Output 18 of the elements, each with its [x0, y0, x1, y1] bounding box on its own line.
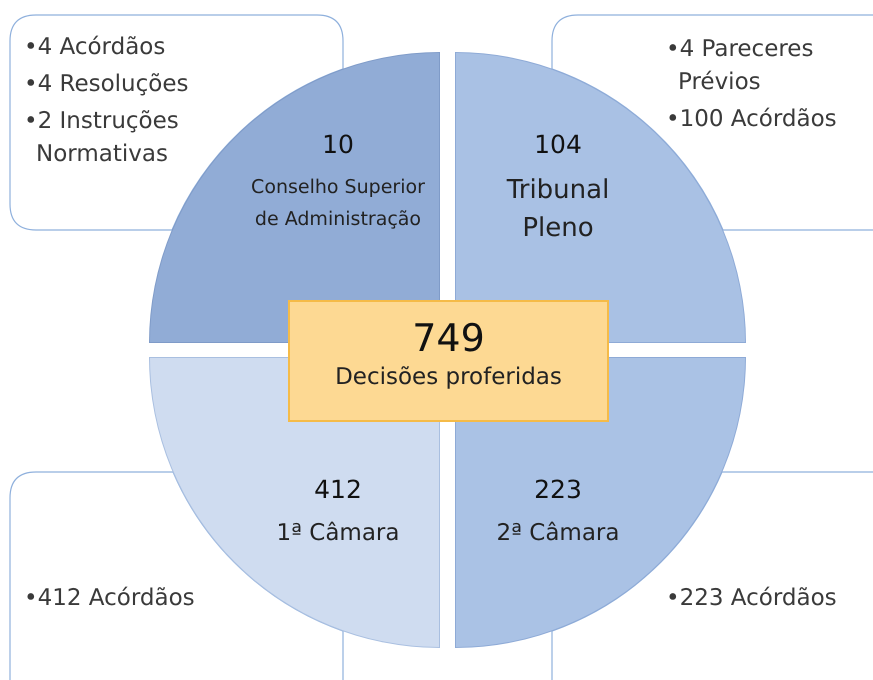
list-item: •223 Acórdãos: [666, 584, 838, 613]
list-item: •4 Acórdãos: [24, 33, 166, 62]
total-box: [288, 300, 609, 422]
list-item: •100 Acórdãos: [666, 105, 838, 134]
count: 223: [534, 474, 582, 506]
sector-label: 1ª Câmara: [276, 519, 400, 548]
list-item: •412 Acórdãos: [24, 584, 196, 613]
total-label: Decisões proferidas: [335, 363, 562, 392]
total-count: 749: [412, 316, 485, 360]
count: 412: [314, 474, 362, 506]
list-item: •4 Pareceres Prévios: [666, 35, 814, 97]
sector-label: Tribunal Pleno: [506, 174, 610, 245]
sector-label: 2ª Câmara: [496, 519, 620, 548]
count: 104: [534, 129, 582, 161]
list-item: •4 Resoluções: [24, 70, 190, 99]
sector-label: Conselho Superior de Administração: [250, 175, 426, 232]
list-item: •2 Instruções Normativas: [24, 107, 180, 169]
count: 10: [322, 129, 354, 161]
